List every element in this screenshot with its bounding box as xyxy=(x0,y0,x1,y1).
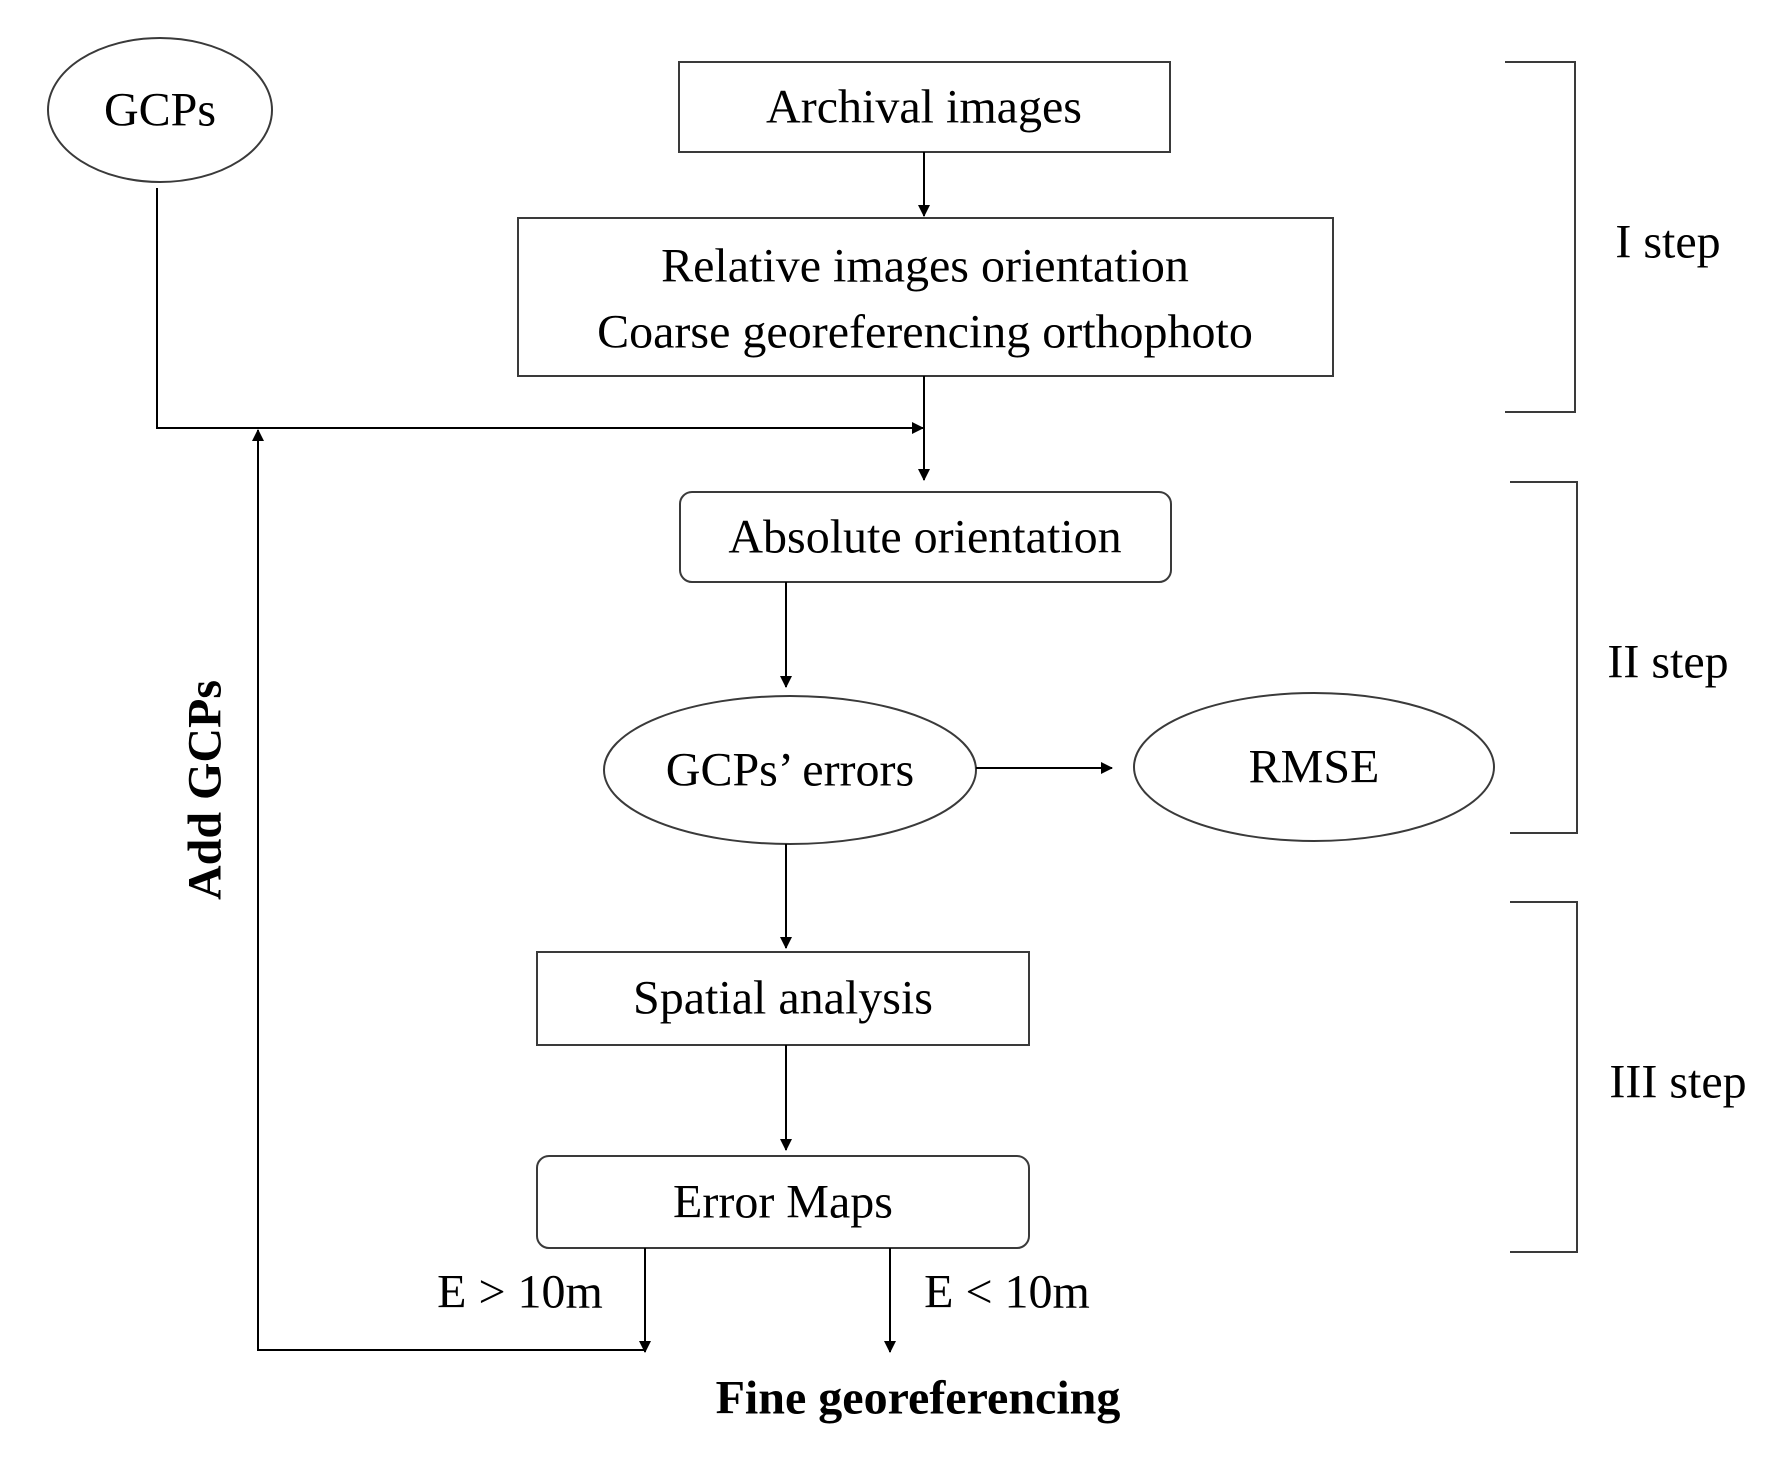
gcps-errors-label: GCPs’ errors xyxy=(666,744,914,797)
relative-orientation-label: Relative images orientation xyxy=(661,240,1189,293)
arrow-feedback-add-gcps xyxy=(252,429,645,1351)
spatial-analysis-node: Spatial analysis xyxy=(536,951,1030,1046)
rmse-node: RMSE xyxy=(1133,692,1495,842)
bracket-step-3 xyxy=(1510,901,1578,1253)
edge-label-add-gcps: Add GCPs xyxy=(179,680,232,900)
gcps-ellipse xyxy=(47,37,273,183)
gcps-node: GCPs xyxy=(47,37,273,183)
edge-label-greater: E > 10m xyxy=(437,1266,603,1319)
error-maps-box xyxy=(536,1155,1030,1249)
step-2-label: II step xyxy=(1607,636,1728,689)
gcps-errors-node: GCPs’ errors xyxy=(603,695,977,845)
error-maps-node: Error Maps xyxy=(536,1155,1030,1249)
spatial-analysis-label: Spatial analysis xyxy=(633,972,933,1025)
result-label: Fine georeferencing xyxy=(716,1372,1121,1425)
bracket-step-2 xyxy=(1510,481,1578,834)
archival-images-box xyxy=(678,61,1171,153)
archival-images-label: Archival images xyxy=(766,81,1082,134)
step-3-label: III step xyxy=(1609,1056,1746,1109)
coarse-georeferencing-label: Coarse georeferencing orthophoto xyxy=(597,306,1253,359)
edge-label-less: E < 10m xyxy=(924,1266,1090,1319)
gcps-label: GCPs xyxy=(104,84,216,137)
archival-images-node: Archival images xyxy=(678,61,1171,153)
rmse-ellipse xyxy=(1133,692,1495,842)
bracket-step-1 xyxy=(1505,61,1576,413)
step-1-label: I step xyxy=(1615,216,1720,269)
absolute-orientation-box xyxy=(679,491,1172,583)
absolute-orientation-label: Absolute orientation xyxy=(728,511,1121,564)
spatial-analysis-box xyxy=(536,951,1030,1046)
arrow-gcps-to-junction xyxy=(156,188,924,434)
error-maps-label: Error Maps xyxy=(673,1176,893,1229)
absolute-orientation-node: Absolute orientation xyxy=(679,491,1172,583)
relative-orientation-box xyxy=(517,217,1334,377)
rmse-label: RMSE xyxy=(1249,741,1380,794)
gcps-errors-ellipse xyxy=(603,695,977,845)
relative-orientation-node: Relative images orientation Coarse geore… xyxy=(517,217,1334,377)
